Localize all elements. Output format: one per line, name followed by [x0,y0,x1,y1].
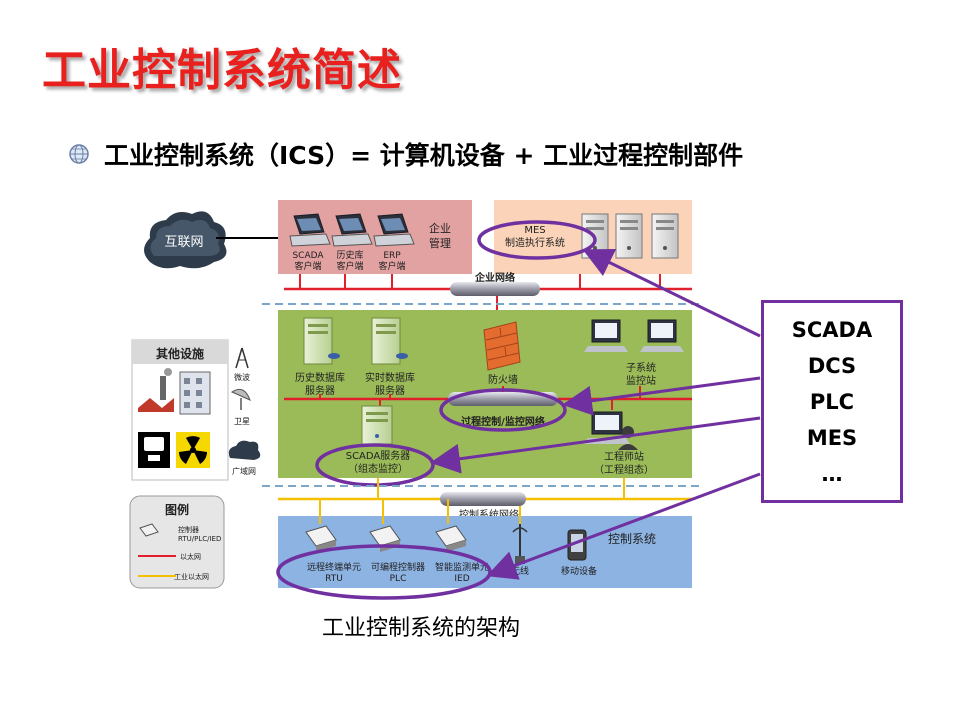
legend-title: 图例 [165,502,189,517]
history-client-label-1: 历史库 [336,249,363,261]
microwave-tower-icon [235,347,249,369]
bullet-text: 工业控制系统（ICS）= 计算机设备 + 工业过程控制部件 [104,141,744,170]
process-network-pipe [448,392,558,406]
enterprise-label-2: 管理 [429,236,451,250]
mes-highlight-ellipse [477,220,597,260]
building-icon [179,371,211,415]
other-facilities-title: 其他设施 [156,346,204,361]
mes-server-icon-3 [651,213,679,259]
ied-device-icon [435,525,467,552]
erp-client-label-2: 客户端 [378,260,405,272]
plc-device-icon [369,525,401,552]
legend-controller-label-1: 控制器 [178,525,199,534]
firewall-label: 防火墙 [488,373,518,386]
subsystem-label-1: 子系统 [626,361,656,374]
scada-server-label-1: SCADA服务器 [346,449,411,462]
realtime-db-label-1: 实时数据库 [365,371,415,384]
erp-client-laptop-icon [373,213,415,247]
internet-cloud-icon [144,211,227,269]
history-client-label-2: 客户端 [336,260,363,272]
arrow-to-devices [486,472,761,580]
firewall-icon [483,321,521,371]
bullet-line: 工业控制系统（ICS）= 计算机设备 + 工业过程控制部件 [68,136,743,172]
realtime-db-server-icon [371,317,408,365]
globe-bullet-icon [69,144,89,164]
history-db-server-icon [303,317,340,365]
wan-label: 广域网 [232,466,256,476]
scada-client-label-1: SCADA [292,251,324,261]
arrow-to-mes [582,249,761,338]
engineer-station-icon [584,411,638,450]
subsystem-label-2: 监控站 [626,374,656,387]
callout-item-ellipsis: … [821,461,843,486]
radiation-icon [176,432,210,468]
scada-client-laptop-icon [289,213,331,247]
factory-icon [138,368,174,412]
legend-industrial-ethernet-label: 工业以太网 [174,572,209,581]
train-icon [138,432,170,468]
control-zone [278,516,692,588]
callout-item-mes: MES [806,425,858,450]
page-title: 工业控制系统简述 [42,45,402,96]
history-db-label-1: 历史数据库 [295,371,345,384]
mes-label-2: 制造执行系统 [505,236,565,249]
callout-item-plc: PLC [809,389,855,414]
mes-server-icon-2 [615,213,643,259]
satellite-dish-icon [230,388,251,410]
scada-server-icon [361,405,393,445]
arrow-to-process-network [562,376,761,416]
history-db-label-2: 服务器 [305,384,335,397]
rtu-device-icon [305,525,337,552]
scada-client-label-2: 客户端 [294,260,321,272]
rtu-label-2: RTU [325,574,343,584]
ied-label-2: IED [454,574,469,584]
ics-types-callout: SCADA DCS PLC MES … [761,300,903,503]
subsystem-monitor-icon-1 [584,319,628,352]
plc-label-1: 可编程控制器 [371,561,425,573]
controller-legend-icon [139,523,159,537]
enterprise-label-1: 企业 [429,221,451,235]
rtu-label-1: 远程终端单元 [307,561,361,573]
wan-cloud-icon [228,440,261,460]
legend-ethernet-label: 以太网 [180,552,201,561]
enterprise-network-pipe [450,282,540,296]
engineer-station-label-2: （工程组态） [594,463,654,476]
control-system-label: 控制系统 [608,532,656,546]
callout-item-dcs: DCS [807,353,857,378]
legend-controller-label-2: RTU/PLC/IED [178,535,221,543]
process-network-label: 过程控制/监控网络 [461,415,545,428]
arrow-to-scada [430,416,761,474]
history-client-laptop-icon [331,213,373,247]
mobile-device-icon [567,529,587,561]
plc-label-2: PLC [390,574,407,584]
ied-label-1: 智能监测单元 [435,561,489,573]
wireless-antenna-icon [512,524,528,564]
enterprise-network-label: 企业网络 [474,271,515,284]
scada-server-label-2: （组态监控） [348,462,408,475]
subsystem-monitor-icon-2 [640,319,684,352]
mobile-label: 移动设备 [561,565,597,577]
mes-label-1: MES [524,225,545,236]
satellite-label: 卫星 [234,417,250,426]
callout-item-scada: SCADA [791,317,873,342]
internet-label: 互联网 [164,235,203,250]
diagram-caption: 工业控制系统的架构 [322,616,521,641]
erp-client-label-1: ERP [383,251,401,261]
realtime-db-label-2: 服务器 [375,384,405,397]
microwave-label: 微波 [234,372,250,382]
legend-box [129,495,225,589]
control-network-pipe [440,492,526,506]
engineer-station-label-1: 工程师站 [604,450,644,463]
